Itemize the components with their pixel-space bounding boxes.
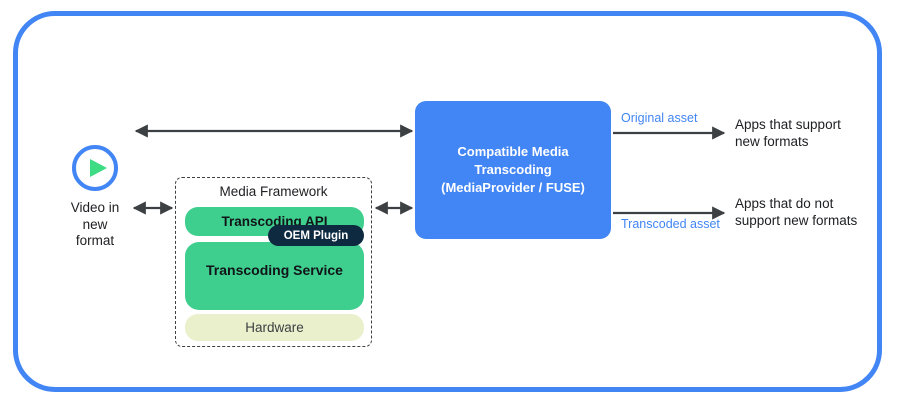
play-triangle-icon — [90, 159, 107, 177]
video-source-caption: Video in new format — [70, 200, 120, 248]
media-framework-box: Media Framework Transcoding API Transcod… — [175, 177, 372, 347]
compatible-media-transcoding-label: Compatible Media Transcoding (MediaProvi… — [441, 144, 585, 195]
transcoded-asset-label: Transcoded asset — [621, 217, 720, 231]
hardware-pill[interactable]: Hardware — [185, 314, 364, 341]
transcoding-service-pill[interactable]: Transcoding Service — [185, 242, 364, 310]
oem-plugin-badge[interactable]: OEM Plugin — [268, 225, 364, 246]
original-asset-label: Original asset — [621, 111, 698, 125]
diagram-outer-frame — [13, 11, 882, 392]
transcoding-service-label: Transcoding Service — [206, 262, 343, 278]
apps-that-support-label: Apps that support new formats — [735, 117, 841, 149]
play-circle-icon — [72, 145, 118, 191]
media-framework-title: Media Framework — [219, 184, 328, 199]
video-source-node: Video in new format — [49, 145, 141, 250]
apps-that-do-not-support-label: Apps that do not support new formats — [735, 196, 858, 228]
compatible-media-transcoding-box[interactable]: Compatible Media Transcoding (MediaProvi… — [415, 101, 611, 239]
